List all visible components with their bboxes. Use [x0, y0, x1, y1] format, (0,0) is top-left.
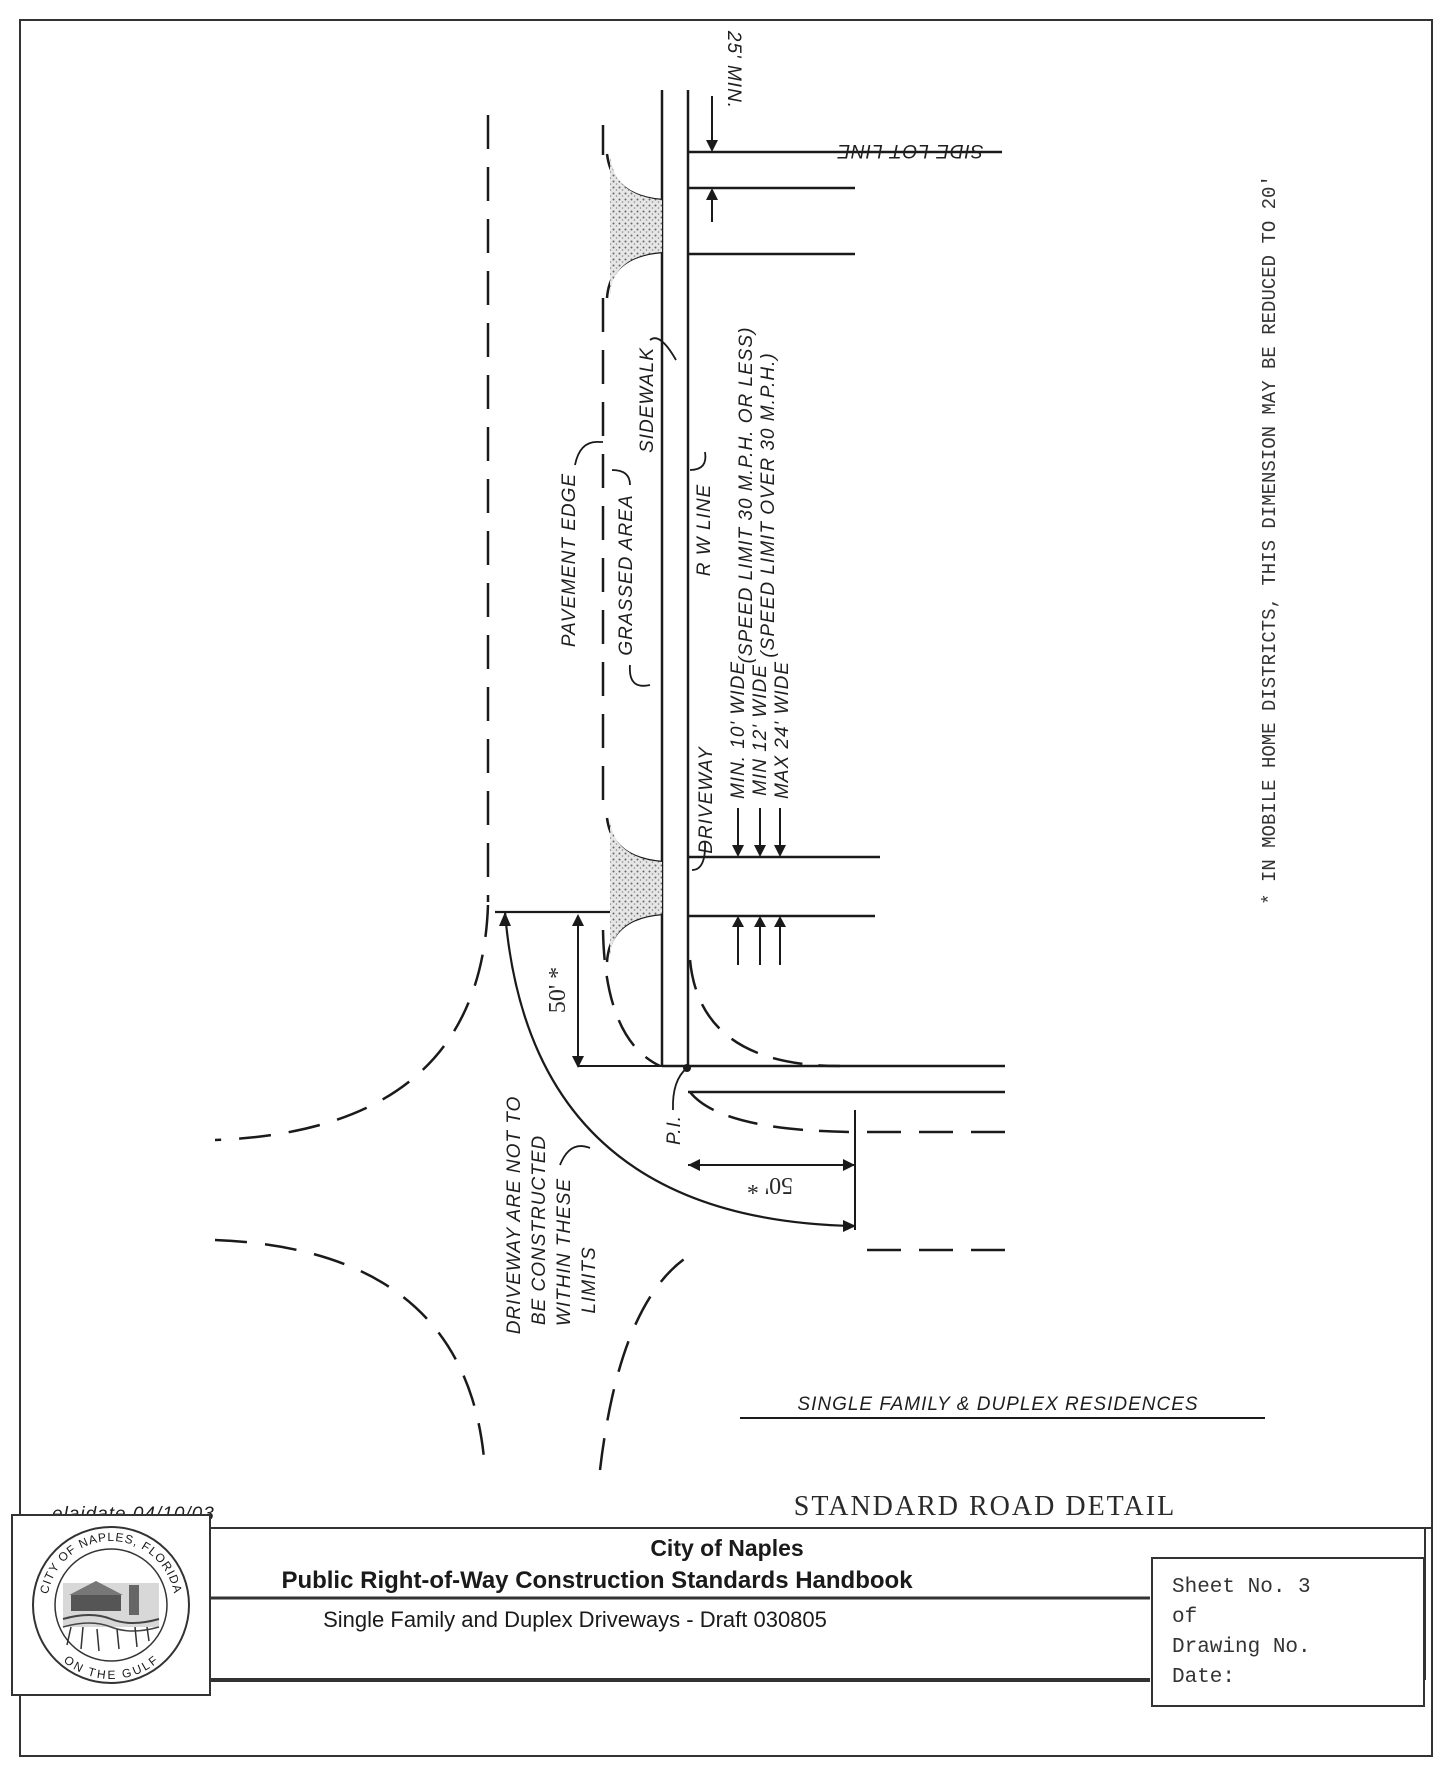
leader-pavement-edge — [574, 441, 603, 466]
arrowhead-width-1-down — [732, 845, 744, 857]
arrowhead-width-1-up — [732, 916, 744, 927]
grassed-area-label: GRASSED AREA — [616, 494, 637, 655]
intersection-curve-se — [598, 1253, 691, 1471]
rw-line-label: R W LINE — [694, 484, 715, 576]
sheet-info-box — [1151, 1557, 1425, 1707]
leader-limits — [559, 1145, 591, 1166]
pi-label: P.I. — [664, 1115, 685, 1145]
arrowhead-dim-50-h-left — [688, 1159, 700, 1171]
city-title: City of Naples — [650, 1535, 803, 1561]
handbook-title: Public Right-of-Way Construction Standar… — [281, 1567, 913, 1594]
leader-sidewalk — [649, 337, 677, 361]
dim-50-vertical-label: 50' * — [545, 967, 571, 1013]
dim-50-horizontal-label: 50' * — [747, 1172, 793, 1198]
arrowhead-limit-start — [499, 912, 511, 926]
intersection-curve-nw — [214, 904, 490, 1142]
arrowhead-width-2-up — [754, 916, 766, 927]
side-lot-line-label: SIDE LOT LINE — [836, 140, 983, 161]
sidewalk-label: SIDEWALK — [637, 347, 658, 453]
sheet-date: Date: — [1172, 1666, 1235, 1689]
min-25-label: 25' MIN. — [723, 30, 744, 109]
single-family-title: SINGLE FAMILY & DUPLEX RESIDENCES — [797, 1394, 1198, 1415]
leader-pi — [672, 1067, 688, 1111]
seal-scene-icon — [62, 1581, 160, 1652]
sheet-border — [19, 19, 1433, 1757]
arrowhead-width-3-down — [774, 845, 786, 857]
leader-rw-line — [689, 451, 707, 471]
leader-grassed-area — [628, 664, 651, 687]
sheet-of: of — [1172, 1606, 1197, 1629]
driveway-limits-label-3: WITHIN THESE — [554, 1178, 575, 1326]
speed-limit-over-30-label: (SPEED LIMIT OVER 30 M.P.H.) — [758, 352, 779, 657]
standard-road-detail: STANDARD ROAD DETAIL — [794, 1491, 1176, 1522]
min-12-wide-label: MIN 12' WIDE — [750, 664, 771, 796]
arrowhead-width-2-down — [754, 845, 766, 857]
arrowhead-width-3-up — [774, 916, 786, 927]
corner-radius-lower — [689, 1091, 851, 1134]
title-block: City of Naples Public Right-of-Way Const… — [11, 1514, 1432, 1707]
pavement-edge-label: PAVEMENT EDGE — [559, 473, 580, 647]
drawing-subtitle: Single Family and Duplex Driveways - Dra… — [323, 1607, 827, 1632]
corner-radius-upper — [688, 959, 841, 1068]
speed-limit-30-or-less-label: (SPEED LIMIT 30 M.P.H. OR LESS) — [736, 327, 757, 664]
pi-point — [683, 1064, 691, 1072]
driveway-limits-label-2: BE CONSTRUCTED — [529, 1135, 550, 1325]
mobile-home-note: * IN MOBILE HOME DISTRICTS, THIS DIMENSI… — [1259, 175, 1281, 905]
intersection-curve-sw — [214, 1238, 487, 1471]
arrowhead-limit-end — [843, 1220, 856, 1232]
arrowhead-min-25-up — [706, 188, 718, 200]
lower-driveway-apron — [610, 820, 662, 958]
arrowhead-dim-50-v-bottom — [572, 1056, 584, 1068]
max-24-wide-label: MAX 24' WIDE — [772, 661, 793, 799]
arrowhead-dim-50-v-top — [572, 914, 584, 926]
sheet-no: Sheet No. 3 — [1172, 1576, 1311, 1599]
driveway-label: DRIVEWAY — [696, 746, 717, 854]
driveway-limits-label-1: DRIVEWAY ARE NOT TO — [504, 1096, 525, 1335]
upper-driveway-apron — [610, 155, 662, 296]
leader-grassed-area-top — [611, 469, 631, 486]
driveway-limits-label-4: LIMITS — [579, 1246, 600, 1313]
arrowhead-dim-50-h-right — [843, 1159, 855, 1171]
drawing-no: Drawing No. — [1172, 1636, 1311, 1659]
limit-arc — [503, 911, 856, 1228]
min-10-wide-label: MIN. 10' WIDE — [728, 661, 749, 799]
leader-driveway — [691, 841, 706, 871]
corner-radius-inner — [601, 929, 661, 1068]
city-seal: CITY OF NAPLES, FLORIDA ON THE GULF — [32, 1526, 190, 1684]
arrowhead-min-25-down — [706, 140, 718, 152]
